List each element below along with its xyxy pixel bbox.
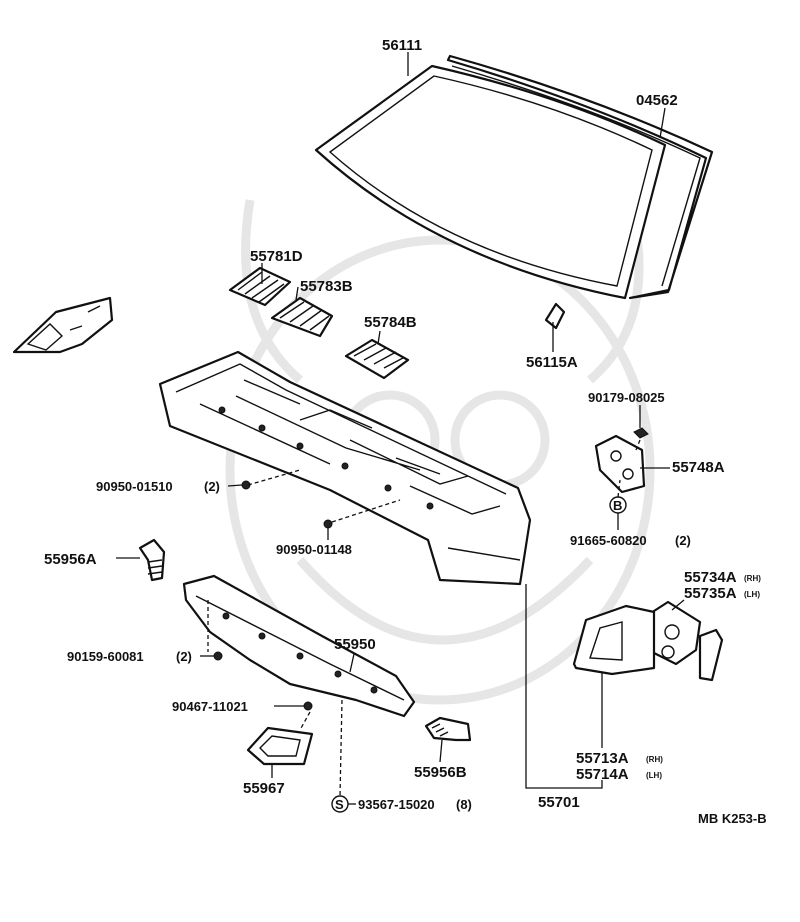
label-56115a[interactable]: 56115A — [526, 354, 578, 371]
clip-56115a[interactable] — [544, 302, 566, 330]
duct-55956b[interactable] — [424, 716, 472, 742]
cowl-grille-55781d[interactable] — [228, 266, 292, 307]
label-55714a-side: (LH) — [646, 771, 662, 780]
label-91665[interactable]: 91665-60820 — [570, 533, 647, 548]
left-corner-bracket[interactable] — [12, 296, 114, 354]
label-55748a[interactable]: 55748A — [672, 459, 725, 476]
diagram-code: MB K253-B — [698, 811, 767, 826]
label-55714a[interactable]: 55714A — [576, 766, 629, 783]
nut-90179[interactable] — [633, 427, 649, 439]
label-93567[interactable]: 93567-15020 — [358, 797, 435, 812]
label-55734a[interactable]: 55734A — [684, 569, 737, 586]
label-55783b[interactable]: 55783B — [300, 278, 353, 295]
label-55713a[interactable]: 55713A — [576, 750, 629, 767]
leader-lines — [116, 52, 685, 805]
label-90159[interactable]: 90159-60081 — [67, 649, 144, 664]
screw-91665-symbol: B — [609, 496, 627, 514]
screw-93567-symbol: S — [331, 795, 349, 813]
bolt-90467[interactable] — [303, 701, 313, 711]
duct-55956a[interactable] — [138, 538, 166, 582]
label-90950-01148[interactable]: 90950-01148 — [276, 542, 352, 557]
label-55956a[interactable]: 55956A — [44, 551, 97, 568]
svg-text:B: B — [613, 498, 622, 513]
label-90950-01510-qty: (2) — [204, 479, 220, 494]
label-55713a-side: (RH) — [646, 755, 663, 764]
label-90159-qty: (2) — [176, 649, 192, 664]
side-panel-55713a-55714a[interactable] — [572, 604, 656, 676]
label-55735a[interactable]: 55735A — [684, 585, 737, 602]
duct-55950[interactable] — [182, 574, 416, 718]
screw-90159[interactable] — [213, 651, 223, 661]
brace-55748a[interactable] — [594, 434, 646, 494]
label-55781d[interactable]: 55781D — [250, 248, 303, 265]
windshield-glass[interactable] — [314, 64, 667, 300]
label-04562[interactable]: 04562 — [636, 92, 678, 109]
part-labels: 56111 04562 55781D 55783B 55784B 56115A … — [44, 37, 767, 826]
label-55734a-side: (RH) — [744, 574, 761, 583]
cover-55967[interactable] — [246, 726, 314, 766]
svg-text:S: S — [335, 797, 344, 812]
label-55967[interactable]: 55967 — [243, 780, 285, 797]
label-93567-qty: (8) — [456, 797, 472, 812]
cowl-grille-55783b[interactable] — [270, 296, 334, 338]
windshield-weatherstrip[interactable] — [446, 54, 714, 300]
label-90179[interactable]: 90179-08025 — [588, 390, 665, 405]
label-90950-01510[interactable]: 90950-01510 — [96, 479, 173, 494]
label-55950[interactable]: 55950 — [334, 636, 376, 653]
screw-90950-01148[interactable] — [323, 519, 333, 529]
label-55735a-side: (LH) — [744, 590, 760, 599]
label-55784b[interactable]: 55784B — [364, 314, 417, 331]
label-91665-qty: (2) — [675, 533, 691, 548]
cowl-grille-55784b[interactable] — [344, 338, 410, 380]
label-55956b[interactable]: 55956B — [414, 764, 467, 781]
cowl-panel-55701[interactable] — [158, 350, 532, 586]
label-56111[interactable]: 56111 — [382, 37, 422, 54]
label-55701[interactable]: 55701 — [538, 794, 580, 811]
label-90467[interactable]: 90467-11021 — [172, 699, 248, 714]
